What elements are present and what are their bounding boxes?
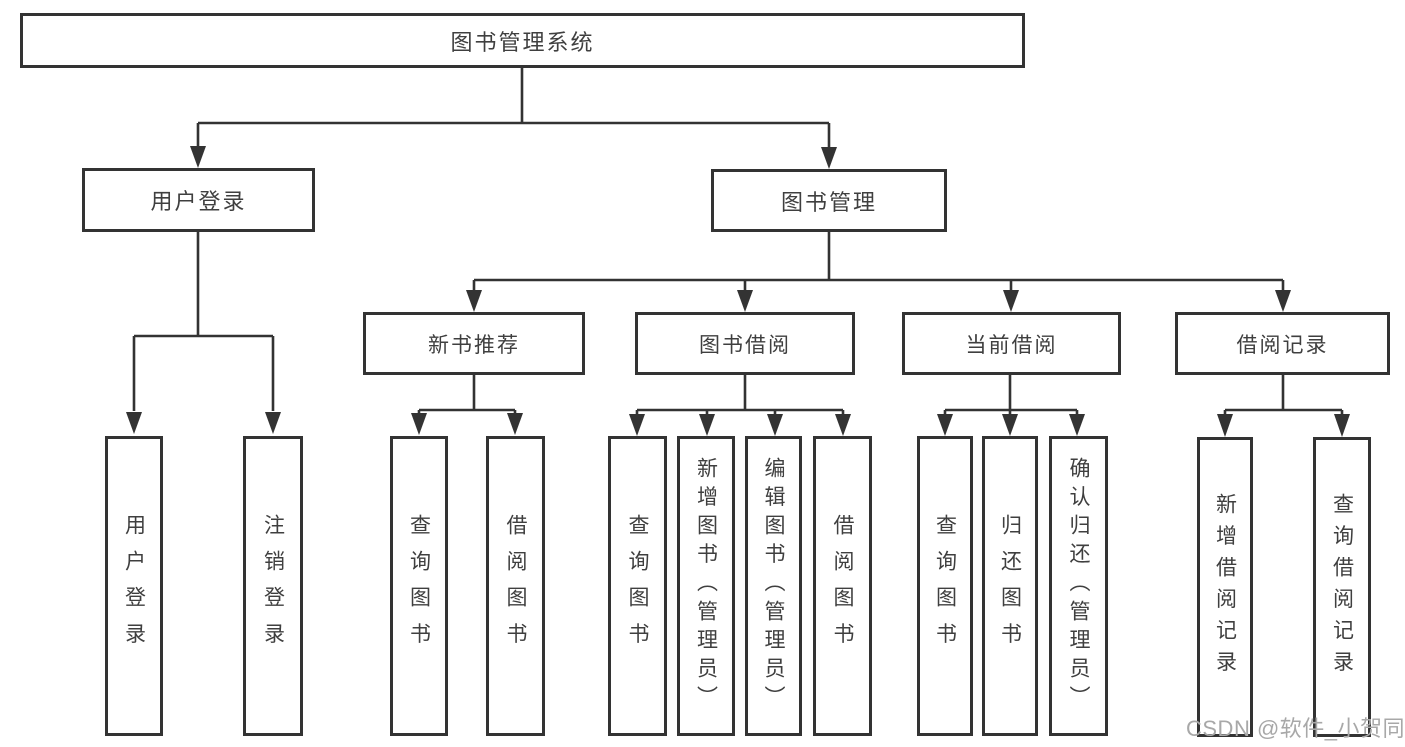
leaf-return-book: 归还图书 <box>982 436 1038 736</box>
node-label: 用户登录 <box>150 189 247 214</box>
leaf-query-books-current: 查询图书 <box>917 436 973 736</box>
leaf-borrow-books-recommend: 借阅图书 <box>486 436 545 736</box>
node-label: 借阅图书 <box>831 513 854 659</box>
csdn-watermark: CSDN @软件_小贺同学 <box>1186 716 1405 741</box>
leaf-borrow-books-borrow: 借阅图书 <box>813 436 872 736</box>
node-library-management-system: 图书管理系统 <box>20 13 1025 68</box>
node-label: 借阅记录 <box>1236 333 1329 357</box>
leaf-edit-book-admin: 编辑图书（管理员） <box>745 436 802 736</box>
node-user-login: 用户登录 <box>82 168 315 232</box>
leaf-add-book-admin: 新增图书（管理员） <box>677 436 735 736</box>
node-label: 新增图书（管理员） <box>694 457 718 715</box>
node-current-borrowing: 当前借阅 <box>902 312 1121 375</box>
node-book-management: 图书管理 <box>711 169 947 232</box>
leaf-query-books-borrow: 查询图书 <box>608 436 667 736</box>
node-label: 图书管理 <box>780 189 877 215</box>
node-label: 查询图书 <box>626 513 649 659</box>
node-label: 归还图书 <box>998 513 1022 659</box>
node-label: 当前借阅 <box>965 333 1058 357</box>
node-label: 新增借阅记录 <box>1213 492 1237 682</box>
arrowhead-group <box>126 146 1350 437</box>
leaf-query-books-recommend: 查询图书 <box>390 436 448 736</box>
node-label: 确认归还（管理员） <box>1067 457 1090 715</box>
node-label: 编辑图书（管理员） <box>762 457 785 715</box>
node-label: 查询图书 <box>407 513 431 659</box>
leaf-user-login: 用户登录 <box>105 436 163 736</box>
node-label: 用户登录 <box>122 513 146 659</box>
node-new-book-recommend: 新书推荐 <box>363 312 585 375</box>
node-label: 新书推荐 <box>428 333 520 357</box>
node-label: 借阅图书 <box>504 513 527 659</box>
leaf-logout: 注销登录 <box>243 436 303 736</box>
node-label: 注销登录 <box>261 513 285 659</box>
node-label: 图书借阅 <box>699 333 791 357</box>
node-label: 查询图书 <box>933 513 957 659</box>
node-borrowing-records: 借阅记录 <box>1175 312 1390 375</box>
leaf-confirm-return-admin: 确认归还（管理员） <box>1049 436 1108 736</box>
leaf-query-borrow-record: 查询借阅记录 <box>1313 437 1371 737</box>
node-book-borrowing: 图书借阅 <box>635 312 855 375</box>
node-label: 查询借阅记录 <box>1330 492 1354 682</box>
node-label: 图书管理系统 <box>450 29 595 55</box>
leaf-add-borrow-record: 新增借阅记录 <box>1197 437 1253 737</box>
